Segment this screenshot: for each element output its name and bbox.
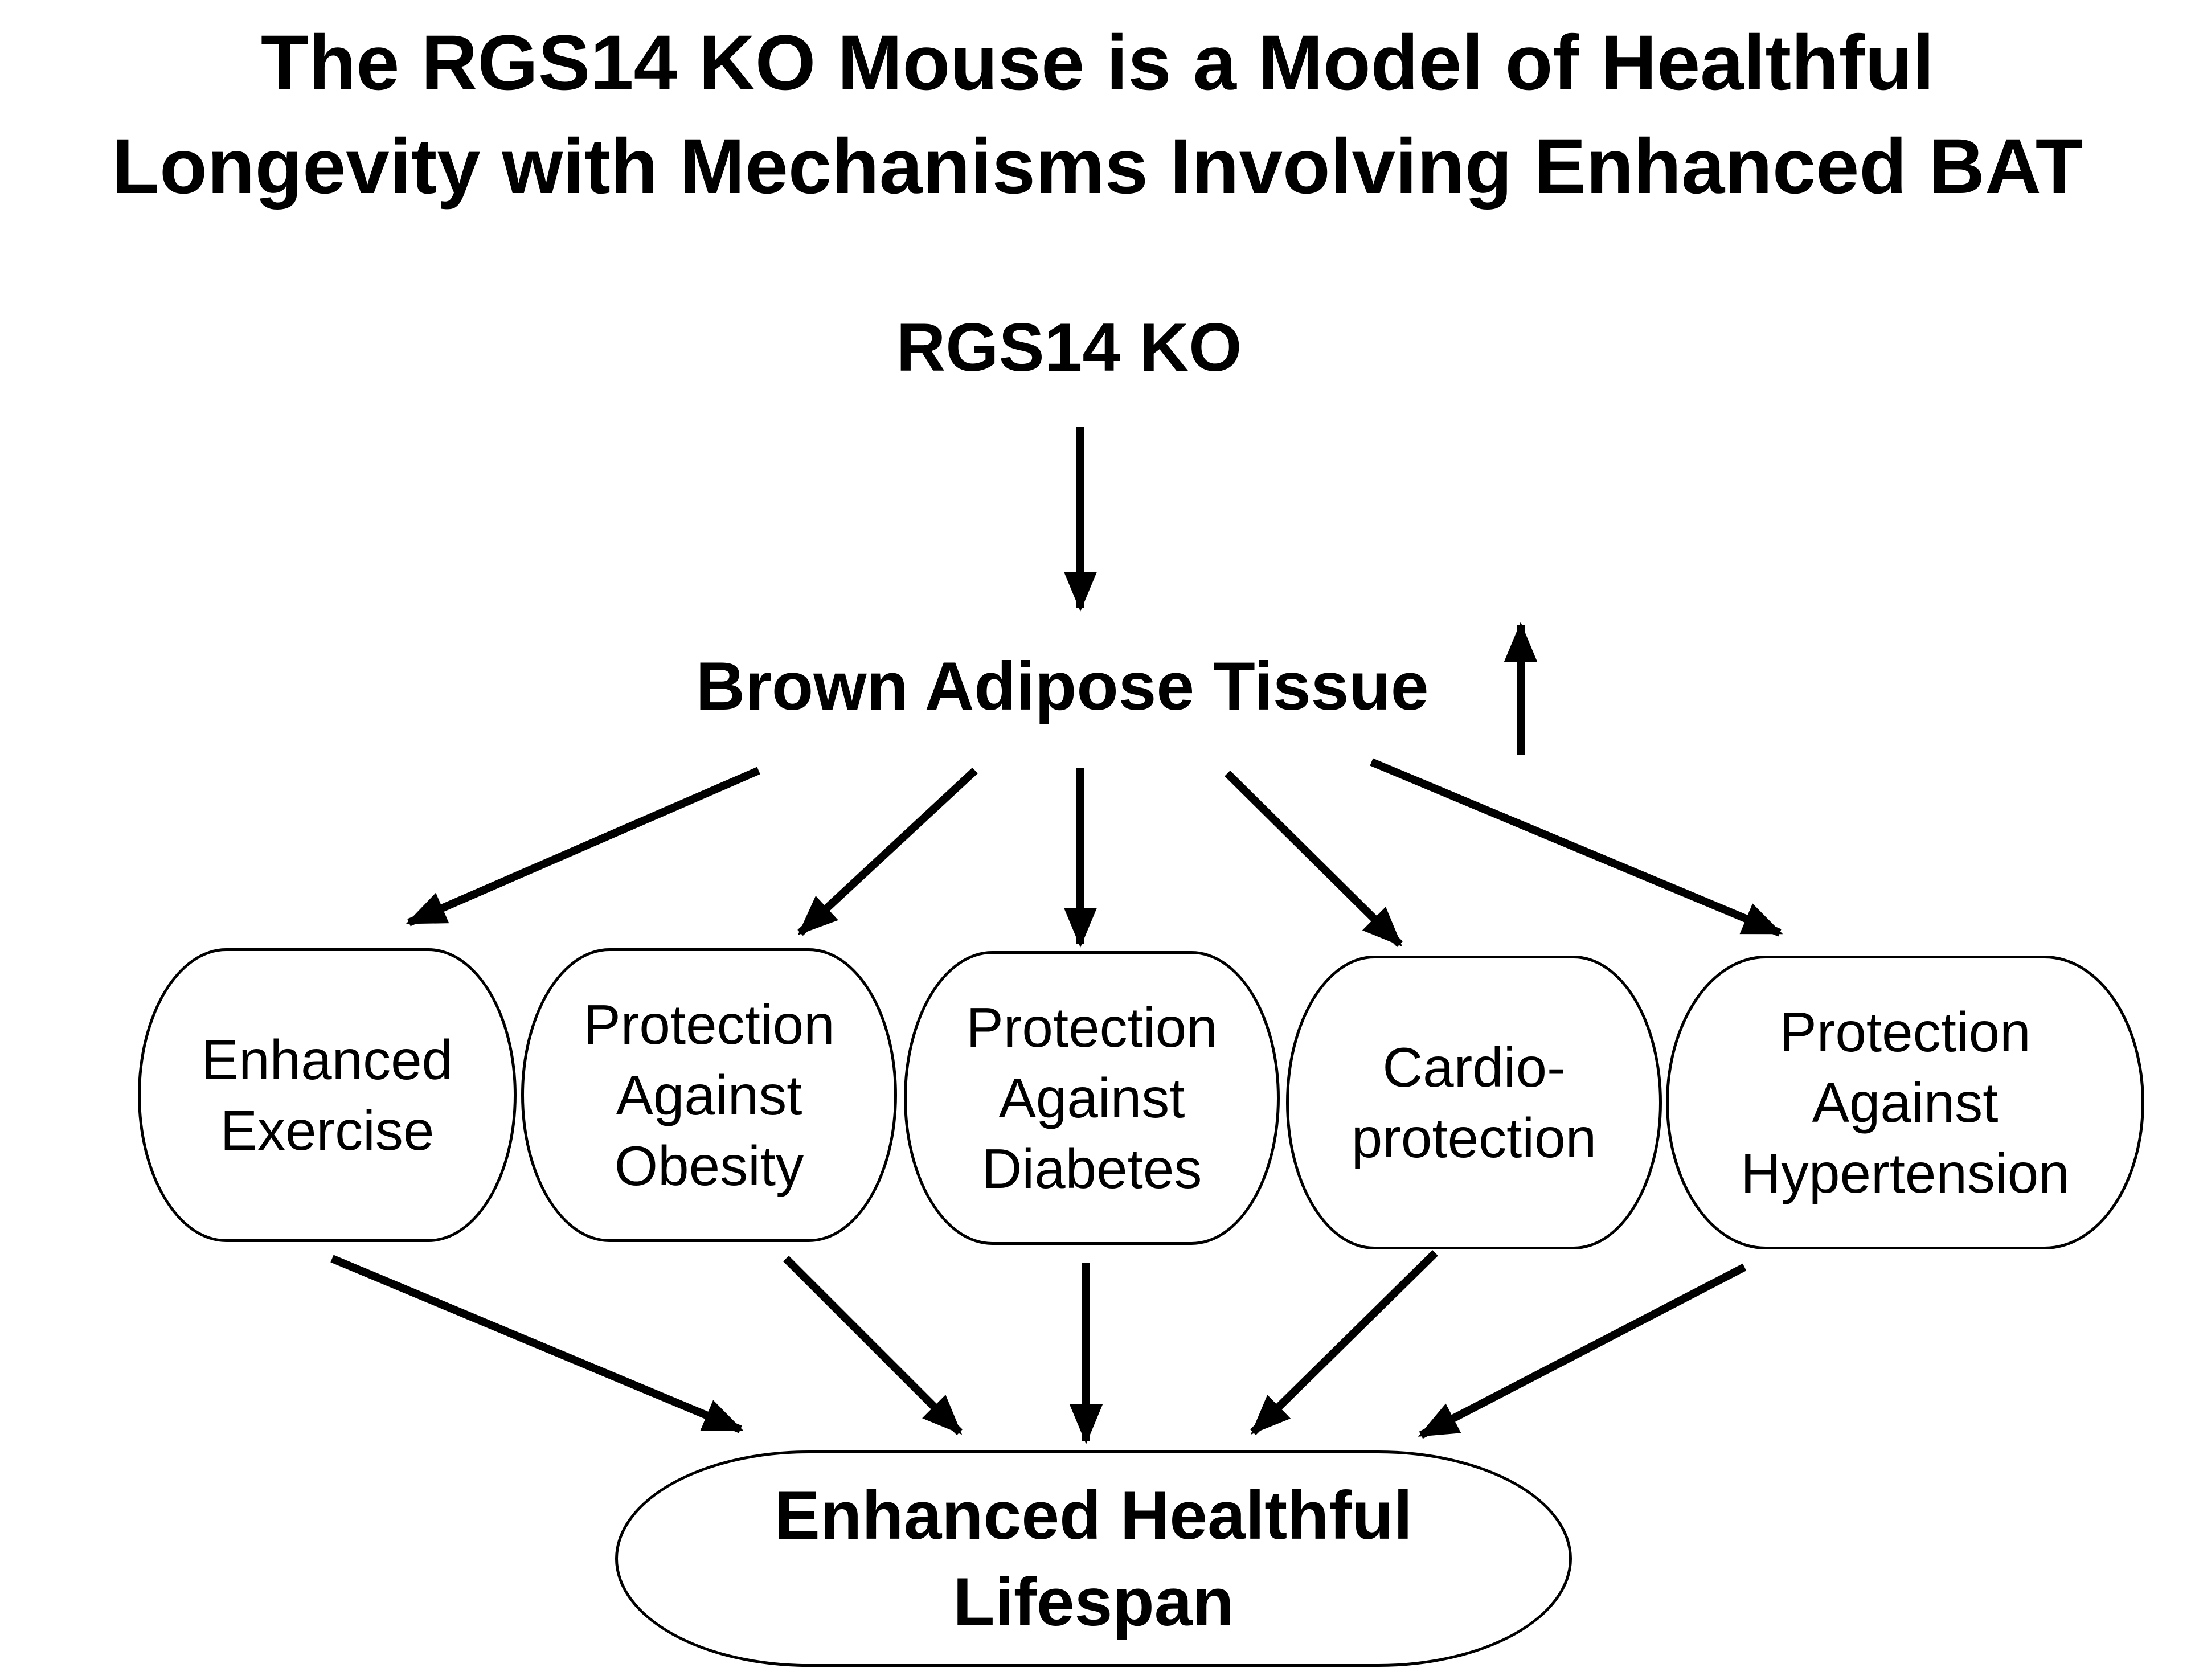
outcome-label-line: Lifespan (953, 1564, 1234, 1640)
box-label-line: Enhanced (201, 1029, 453, 1091)
box-label-line: Obesity (614, 1134, 804, 1197)
arrow-exercise-to-outcome (330, 1255, 744, 1433)
box-label-line: Against (1812, 1071, 1999, 1134)
arrow-obesity-to-outcome (783, 1256, 963, 1435)
box-label-line: Against (998, 1067, 1185, 1129)
arrow-hypertension-to-outcome (1418, 1263, 1747, 1439)
box-label-line: Cardio- (1382, 1036, 1566, 1099)
diagram-title: The RGS14 KO Mouse is a Model of Healthf… (0, 11, 2195, 219)
arrow-bat-to-exercise (406, 767, 760, 927)
enhanced-healthful-lifespan-node: Enhanced Healthful Lifespan (615, 1450, 1572, 1667)
arrow-bat-to-hypertension (1370, 758, 1783, 937)
box-label-line: protection (1351, 1107, 1597, 1169)
enhanced-exercise-box: Enhanced Exercise (138, 948, 517, 1242)
title-line-1: The RGS14 KO Mouse is a Model of Healthf… (260, 19, 1935, 106)
box-label-line: Protection (966, 996, 1218, 1059)
protection-against-diabetes-box: Protection Against Diabetes (904, 951, 1280, 1245)
title-line-2: Longevity with Mechanisms Involving Enha… (112, 123, 2083, 210)
box-label-line: Protection (1779, 1001, 2031, 1063)
protection-against-obesity-box: Protection Against Obesity (521, 948, 897, 1242)
arrow-cardio-to-outcome (1250, 1250, 1438, 1435)
protection-against-hypertension-box: Protection Against Hypertension (1666, 956, 2144, 1249)
outcome-label-line: Enhanced Healthful (774, 1477, 1413, 1554)
box-label-line: Hypertension (1741, 1142, 2070, 1204)
arrow-bat-to-obesity (797, 767, 978, 936)
box-label-line: Diabetes (981, 1137, 1202, 1200)
box-label-line: Exercise (220, 1099, 435, 1162)
arrow-bat-to-cardio (1225, 771, 1403, 947)
box-label-line: Against (616, 1064, 802, 1126)
cardioprotection-box: Cardio- protection (1286, 956, 1662, 1249)
box-label-line: Protection (583, 993, 835, 1056)
rgs14-ko-node: RGS14 KO (896, 309, 1242, 386)
brown-adipose-tissue-node: Brown Adipose Tissue (695, 648, 1429, 724)
